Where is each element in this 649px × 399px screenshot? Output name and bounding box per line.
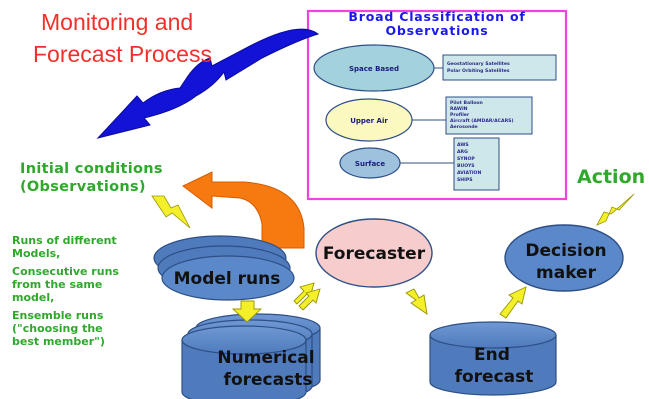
forecaster-node bbox=[315, 218, 433, 288]
surface-item-4: BUOYS bbox=[457, 163, 475, 169]
numerical-forecasts-label-line2: forecasts bbox=[224, 370, 313, 390]
numerical-forecasts-cylinder bbox=[181, 313, 321, 399]
surface-item-5: AVIATION bbox=[457, 170, 481, 176]
space-based-items-box bbox=[442, 54, 557, 81]
surface-items-box bbox=[453, 137, 500, 191]
lightning-bolt-action bbox=[596, 193, 635, 226]
runs-note-line8: best member") bbox=[12, 335, 105, 348]
end-forecast-label-line1: End bbox=[474, 345, 510, 365]
arrow-end-to-decision bbox=[499, 286, 527, 319]
surface-item-2: ARG bbox=[457, 149, 468, 155]
initial-conditions-label: Initial conditions (Observations) bbox=[20, 160, 163, 196]
runs-note-line1: Runs of different bbox=[12, 234, 117, 247]
initial-conditions-line2: (Observations) bbox=[20, 179, 146, 195]
runs-note-line6: Ensemble runs bbox=[12, 309, 104, 322]
surface-item-3: SYNOP bbox=[457, 156, 475, 162]
end-forecast-cylinder bbox=[429, 321, 557, 396]
runs-note-line2: Models, bbox=[12, 247, 61, 260]
orange-curved-arrow bbox=[182, 171, 305, 249]
runs-notes: Runs of different Models, Consecutive ru… bbox=[12, 234, 119, 348]
action-label: Action bbox=[577, 166, 646, 188]
classification-title-line1: Broad Classification of bbox=[348, 9, 526, 24]
surface-item-6: SHIPS bbox=[457, 177, 473, 183]
upper-air-items-box bbox=[445, 96, 533, 135]
decision-maker-label-line2: maker bbox=[536, 263, 597, 283]
model-runs-node bbox=[153, 235, 295, 301]
title-line1: Monitoring and bbox=[41, 9, 194, 35]
runs-note-line3: Consecutive runs bbox=[12, 265, 119, 278]
title-line2: Forecast Process bbox=[33, 41, 212, 67]
runs-note-line4: from the same bbox=[12, 278, 103, 291]
upper-item-3: Profiler bbox=[450, 112, 470, 118]
model-runs-label: Model runs bbox=[174, 269, 281, 289]
arrow-double-model-forecaster bbox=[293, 282, 321, 311]
upper-item-5: Aerosonde bbox=[450, 124, 478, 130]
runs-note-line7: ("choosing the bbox=[12, 322, 103, 335]
upper-item-4: Aircraft (AMDAR/ACARS) bbox=[450, 118, 514, 124]
upper-item-1: Pilot Balloon bbox=[450, 100, 483, 106]
space-based-label: Space Based bbox=[349, 65, 399, 73]
surface-item-1: AWS bbox=[457, 142, 469, 148]
numerical-forecasts-label-line1: Numerical bbox=[217, 348, 314, 368]
arrow-model-to-numerical bbox=[231, 300, 263, 323]
decision-maker-label-line1: Decision bbox=[525, 241, 606, 261]
space-item-1: Geostationary Satellites bbox=[447, 61, 510, 67]
decision-maker-node bbox=[504, 224, 624, 292]
runs-note-line5: model, bbox=[12, 291, 55, 304]
space-item-2: Polar Orbiting Satellites bbox=[447, 68, 510, 74]
upper-air-label: Upper Air bbox=[350, 117, 388, 125]
classification-title: Broad Classification of Observations bbox=[310, 10, 564, 38]
end-forecast-label-line2: forecast bbox=[455, 367, 534, 387]
lightning-bolt-observations bbox=[151, 195, 191, 229]
forecaster-label: Forecaster bbox=[323, 244, 426, 264]
arrow-forecaster-to-end bbox=[405, 288, 428, 315]
initial-conditions-line1: Initial conditions bbox=[20, 161, 163, 177]
blue-curved-arrow bbox=[96, 28, 320, 139]
classification-title-line2: Observations bbox=[385, 23, 489, 38]
surface-label: Surface bbox=[355, 160, 385, 168]
upper-item-2: RAWIN bbox=[450, 106, 468, 112]
